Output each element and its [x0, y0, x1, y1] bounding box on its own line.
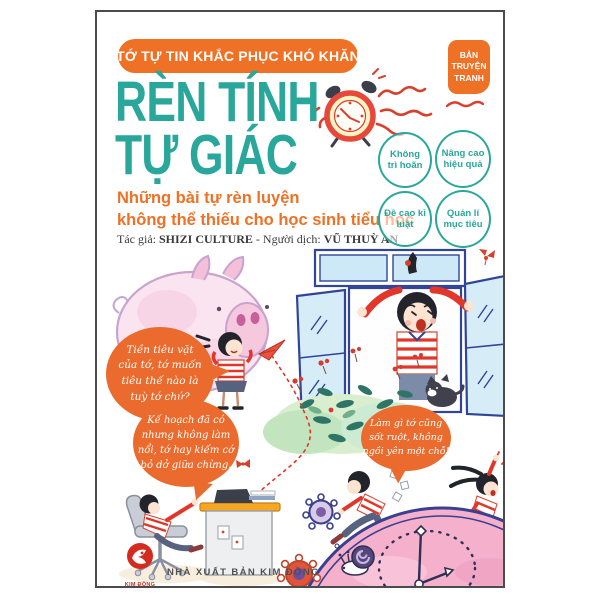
red-bow [236, 459, 250, 468]
book-title-line1: RÈN TÍNH [115, 70, 319, 134]
book-subtitle: Những bài tự rèn luyện không thể thiếu ch… [117, 188, 414, 232]
kim-dong-logo-icon [127, 543, 153, 569]
speech-bubble-tail [389, 464, 412, 485]
publisher-logo: KIM ĐỒNG [123, 542, 157, 588]
red-bird-icon [479, 249, 495, 266]
credits-line: Tác giả: SHIZI CULTURE - Người dịch: VŨ … [117, 232, 398, 247]
translator-name: VŨ THUỲ AN [323, 232, 399, 246]
running-girl-left [330, 468, 410, 557]
cat-illustration [425, 374, 465, 407]
cover-illustration [112, 68, 503, 586]
benefit-badge-no-procrastination: Không trì hoãn [378, 132, 432, 188]
speech-bubble-tail [208, 363, 230, 382]
edition-badge: BẢN TRUYỆN TRANH [448, 40, 490, 94]
credits-separator: - [255, 232, 260, 246]
speech-bubble-tail [189, 480, 213, 503]
berries [292, 347, 423, 419]
desk [199, 489, 281, 576]
series-banner-text: TỚ TỰ TIN KHẮC PHỤC KHÓ KHĂN [116, 48, 360, 64]
benefit-badge-discipline: Đề cao kỉ luật [378, 191, 432, 247]
book-cover: TỚ TỰ TIN KHẮC PHỤC KHÓ KHĂN BẢN TRUYỆN … [95, 10, 505, 588]
publisher-logo-text: KIM ĐỒNG [124, 582, 156, 588]
speech-bubble-restless-text: Làm gì tớ cũng sốt ruột, không ngồi yên … [362, 418, 450, 457]
gear-bottom [276, 553, 322, 586]
speech-bubble-plans-text: Kế hoạch đã có nhưng không làm nổi, tớ h… [137, 415, 235, 471]
author-name: SHIZI CULTURE [158, 232, 253, 246]
subtitle-line2: không thể thiếu cho học sinh tiểu học [117, 210, 414, 229]
speech-bubble-restless: Làm gì tớ cũng sốt ruột, không ngồi yên … [361, 405, 451, 485]
paper-puffs [389, 468, 410, 503]
speech-bubble-plans: Kế hoạch đã có nhưng không làm nổi, tớ h… [133, 399, 239, 503]
subtitle-line1: Những bài tự rèn luyện [117, 189, 300, 207]
series-banner: TỚ TỰ TIN KHẮC PHỤC KHÓ KHĂN [116, 39, 360, 73]
alarm-clock-illustration [312, 68, 485, 148]
dotted-clock-hands [377, 524, 477, 586]
benefit-badge-goals: Quản lí mục tiêu [435, 190, 491, 248]
publisher-name: NHÀ XUẤT BẢN KIM ĐỒNG [167, 567, 320, 578]
benefit-badge-efficiency: Nâng cao hiệu quả [435, 130, 491, 188]
publisher-block: KIM ĐỒNG NHÀ XUẤT BẢN KIM ĐỒNG [123, 542, 320, 588]
girl-at-window [357, 252, 474, 400]
book-title-line2: TỰ GIÁC [115, 123, 298, 187]
clock-circle-illustration [276, 493, 503, 586]
snail-illustration [334, 543, 375, 576]
author-label: Tác giả: [117, 232, 156, 246]
girl-on-chair [139, 494, 204, 553]
paper-airplane [236, 339, 312, 505]
translator-label: Người dịch: [262, 232, 321, 246]
speech-bubble-allowance-text: Tiền tiêu vặt của tớ, tớ muốn tiêu thế n… [118, 343, 202, 403]
gear-top [302, 493, 341, 530]
